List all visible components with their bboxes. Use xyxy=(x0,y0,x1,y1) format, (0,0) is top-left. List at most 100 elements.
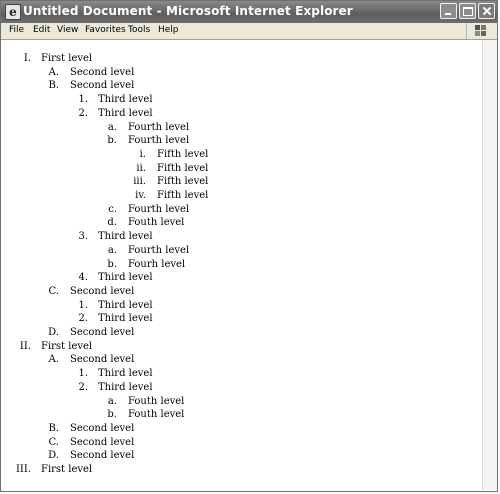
close-button[interactable] xyxy=(478,3,495,19)
outline-label: Third level xyxy=(98,381,153,393)
outline-marker: 2. xyxy=(78,381,88,393)
outline-item-level-3: 4. Third level xyxy=(2,272,483,285)
outline-label: Fouth level xyxy=(128,217,185,229)
menu-help[interactable]: Help xyxy=(158,25,179,35)
outline-item-level-1: I.First level xyxy=(2,53,483,66)
outline-item-level-4: c.Fourth level xyxy=(2,204,483,217)
outline-marker: 1. xyxy=(78,299,88,311)
outline-marker: D. xyxy=(48,327,59,338)
menu-favorites[interactable]: Favorites xyxy=(85,25,126,35)
outline-item-level-4: a. Fourth level xyxy=(2,122,483,135)
outline-marker: III. xyxy=(15,464,31,475)
outline-item-level-3: 1. Third level xyxy=(2,368,483,381)
outline-label: Fouth level xyxy=(128,409,185,421)
outline-item-level-2: B.Second level xyxy=(2,80,483,93)
menu-file[interactable]: File xyxy=(9,25,25,35)
outline-item-level-2: D.Second level xyxy=(2,450,483,463)
outline-marker: 4. xyxy=(78,272,88,284)
outline-label: Third level xyxy=(98,272,153,284)
outline-marker: D. xyxy=(48,450,59,462)
outline-item-level-3: 2. Third level xyxy=(2,382,483,395)
outline-item-level-5: i. Fifth level xyxy=(2,149,483,162)
outline-label: Fourth level xyxy=(128,121,190,133)
outline-marker: A. xyxy=(48,354,59,366)
outline-item-level-4: d. Fouth level xyxy=(2,217,483,230)
outline-item-level-3: 1. Third level xyxy=(2,300,483,313)
outline-marker: C. xyxy=(48,285,59,297)
outline-marker: C. xyxy=(48,436,59,448)
outline-item-level-1: II. First level xyxy=(2,341,483,354)
outline-label: Second level xyxy=(70,354,135,366)
menu-bar: File Edit View Favorites Tools Help xyxy=(1,23,497,40)
menu-tools[interactable]: Tools xyxy=(128,25,151,35)
outline-marker: iv. xyxy=(135,190,146,201)
outline-label: Second level xyxy=(70,436,135,448)
outline-marker: b. xyxy=(107,258,117,270)
outline-marker: d. xyxy=(107,217,117,229)
outline-item-level-4: a. Fourth level xyxy=(2,245,483,258)
outline-label: Fourth level xyxy=(128,135,190,147)
outline-marker: b. xyxy=(107,409,117,421)
outline-item-level-5: iii.Fifth level xyxy=(2,176,483,189)
document-icon: e xyxy=(5,4,21,20)
outline-marker: a. xyxy=(107,121,117,133)
outline-item-level-4: b. Fourh level xyxy=(2,259,483,272)
minimize-button[interactable] xyxy=(440,3,457,19)
outline-label: Fifth level xyxy=(157,148,209,160)
outline-marker: a. xyxy=(107,395,117,407)
outline-item-level-3: 3.Third level xyxy=(2,231,483,244)
outline-marker: 1. xyxy=(78,368,88,380)
outline-label: Third level xyxy=(98,94,153,106)
outline-marker: II. xyxy=(19,340,31,352)
outline-label: First level xyxy=(41,464,93,475)
outline-marker: iii. xyxy=(133,176,146,188)
menu-edit[interactable]: Edit xyxy=(33,25,51,35)
outline-item-level-2: C. Second level xyxy=(2,286,483,299)
outline-item-level-5: ii. Fifth level xyxy=(2,163,483,176)
outline-label: First level xyxy=(41,340,93,352)
outline-marker: B. xyxy=(48,422,59,434)
outline-label: Fourth level xyxy=(128,244,190,256)
outline-label: Fouth level xyxy=(128,395,185,407)
outline-label: Third level xyxy=(98,107,153,119)
outline-item-level-2: A.Second level xyxy=(2,67,483,80)
outline-marker: 1. xyxy=(78,94,88,106)
outline-item-level-4: a. Fouth level xyxy=(2,396,483,409)
outline-label: Second level xyxy=(70,285,135,297)
outline-marker: a. xyxy=(107,244,117,256)
outline-marker: b. xyxy=(107,135,117,147)
outline-item-level-3: 2.Third level xyxy=(2,313,483,326)
windows-logo-icon xyxy=(466,23,495,39)
outline-marker: ii. xyxy=(136,162,146,174)
outline-label: Second level xyxy=(70,327,135,338)
outline-marker: A. xyxy=(48,66,59,78)
outline-item-level-3: 2. Third level xyxy=(2,108,483,121)
outline-item-level-1: III. First level xyxy=(2,464,483,477)
menu-view[interactable]: View xyxy=(57,25,79,35)
outline-item-level-2: A. Second level xyxy=(2,354,483,367)
outline-item-level-2: D. Second level xyxy=(2,327,483,340)
outline-marker: c. xyxy=(108,203,117,215)
maximize-button[interactable] xyxy=(459,3,476,19)
outline-label: Third level xyxy=(98,368,153,380)
title-bar[interactable]: e Untitled Document - Microsoft Internet… xyxy=(1,1,497,23)
outline-item-level-5: iv. Fifth level xyxy=(2,190,483,203)
window-title: Untitled Document - Microsoft Internet E… xyxy=(23,4,353,18)
outline-item-level-3: 1. Third level xyxy=(2,94,483,107)
outline-label: Fourh level xyxy=(128,258,186,270)
outline-label: Fifth level xyxy=(157,190,209,201)
outline-marker: i. xyxy=(139,148,146,160)
outline-label: Second level xyxy=(70,80,135,92)
outline-item-level-4: b. Fourth level xyxy=(2,135,483,148)
outline-label: Fifth level xyxy=(157,162,209,174)
outline-label: First level xyxy=(41,53,93,64)
outline-marker: 2. xyxy=(78,313,88,325)
outline-label: Third level xyxy=(98,299,153,311)
outline-item-level-4: b. Fouth level xyxy=(2,409,483,422)
outline-label: Third level xyxy=(98,231,153,243)
outline-item-level-2: C. Second level xyxy=(2,437,483,450)
vertical-scrollbar[interactable] xyxy=(482,40,497,490)
outline-marker: 2. xyxy=(78,107,88,119)
